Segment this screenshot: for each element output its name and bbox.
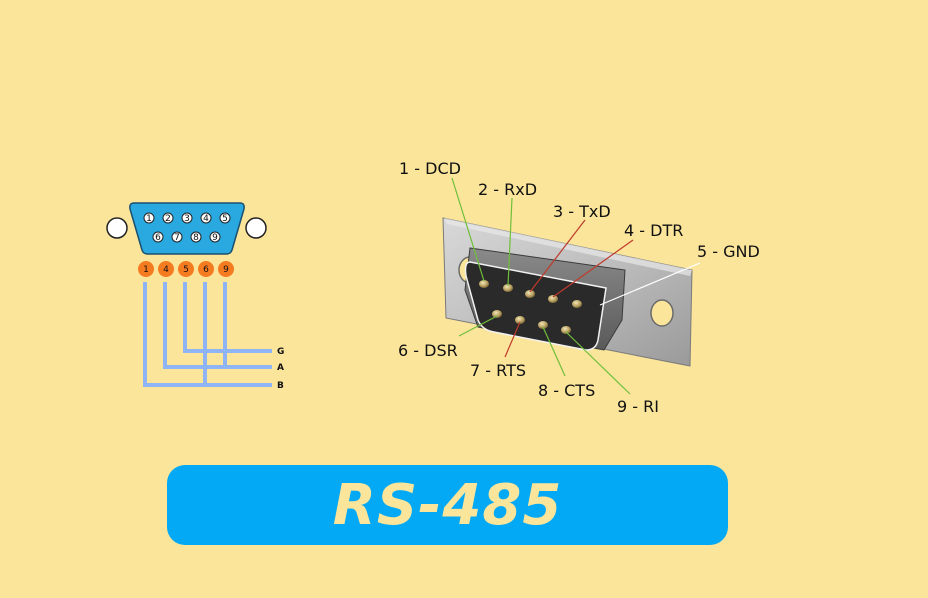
pin-label-2: 2 - RxD xyxy=(478,180,537,199)
svg-text:1: 1 xyxy=(143,265,149,275)
small-db9-connector: 1 2 3 4 5 6 7 8 xyxy=(106,202,267,255)
connector-shell xyxy=(129,202,245,255)
mounting-hole-large-right xyxy=(650,299,674,327)
socket-pin-8 xyxy=(538,321,548,329)
socket-pin-7 xyxy=(515,316,525,324)
socket-pin-1 xyxy=(479,280,489,288)
pin-3-small: 3 xyxy=(181,212,193,224)
pin-7-small: 7 xyxy=(171,231,183,243)
pin-9-small: 9 xyxy=(209,231,221,243)
badge-pin-1: 1 xyxy=(138,261,154,277)
badge-pin-6: 6 xyxy=(198,261,214,277)
svg-text:2: 2 xyxy=(165,214,171,224)
svg-text:1: 1 xyxy=(146,214,152,224)
socket-pins xyxy=(479,280,582,334)
wire-g xyxy=(183,282,272,353)
wire-label-a: A xyxy=(277,363,284,373)
svg-text:6: 6 xyxy=(203,265,209,275)
pin-labels: 1 - DCD 2 - RxD 3 - TxD 4 - DTR 5 - GND … xyxy=(398,159,760,416)
pin-label-5: 5 - GND xyxy=(697,242,760,261)
pin-label-9: 9 - RI xyxy=(617,397,659,416)
socket-pin-3 xyxy=(525,290,535,298)
svg-text:5: 5 xyxy=(183,265,189,275)
leader-pin-4 xyxy=(552,239,634,298)
wire-a-pin4 xyxy=(163,282,272,369)
badge-pin-4: 4 xyxy=(158,261,174,277)
pin-2-small: 2 xyxy=(162,212,174,224)
pin-label-8: 8 - CTS xyxy=(538,381,595,400)
svg-text:4: 4 xyxy=(163,265,169,275)
svg-text:7: 7 xyxy=(174,233,180,243)
leader-pin-5 xyxy=(599,262,701,306)
socket-pin-5 xyxy=(572,300,582,308)
svg-text:3: 3 xyxy=(184,214,190,224)
svg-text:5: 5 xyxy=(222,214,228,224)
leader-pin-6 xyxy=(458,315,498,337)
svg-text:4: 4 xyxy=(203,214,209,224)
leader-pin-8 xyxy=(542,326,566,377)
svg-text:9: 9 xyxy=(223,265,229,275)
pin-1-small: 1 xyxy=(143,212,155,224)
wire-label-g: G xyxy=(277,347,284,357)
socket-pin-9 xyxy=(561,326,571,334)
socket-pin-4 xyxy=(548,295,558,303)
pin-6-small: 6 xyxy=(152,231,164,243)
socket-pin-2 xyxy=(503,284,513,292)
used-pin-badges: 1 4 5 6 9 xyxy=(138,261,234,277)
large-db9-connector xyxy=(442,177,701,395)
leader-pin-9 xyxy=(565,331,631,395)
pin-label-7: 7 - RTS xyxy=(470,361,526,380)
pin-8-small: 8 xyxy=(190,231,202,243)
pin-label-3: 3 - TxD xyxy=(553,202,611,221)
badge-pin-5: 5 xyxy=(178,261,194,277)
svg-text:9: 9 xyxy=(212,233,218,243)
badge-pin-9: 9 xyxy=(218,261,234,277)
pin-4-small: 4 xyxy=(200,212,212,224)
wire-b xyxy=(143,282,272,387)
leader-lines xyxy=(451,177,701,395)
wire-label-b: B xyxy=(277,381,284,391)
wiring xyxy=(143,282,272,387)
pin-label-6: 6 - DSR xyxy=(398,341,458,360)
leader-pin-3 xyxy=(529,219,586,293)
mounting-hole-right xyxy=(245,217,267,239)
socket-pin-6 xyxy=(492,310,502,318)
pin-label-1: 1 - DCD xyxy=(399,159,461,178)
svg-text:6: 6 xyxy=(155,233,161,243)
pin-label-4: 4 - DTR xyxy=(624,221,683,240)
svg-text:8: 8 xyxy=(193,233,199,243)
leader-pin-1 xyxy=(451,177,485,282)
leader-pin-7 xyxy=(504,321,521,358)
title-banner: RS-485 xyxy=(167,465,728,545)
leader-pin-2 xyxy=(507,197,513,287)
mounting-hole-left xyxy=(106,217,128,239)
pin-5-small: 5 xyxy=(219,212,231,224)
page-title: RS-485 xyxy=(332,472,563,538)
